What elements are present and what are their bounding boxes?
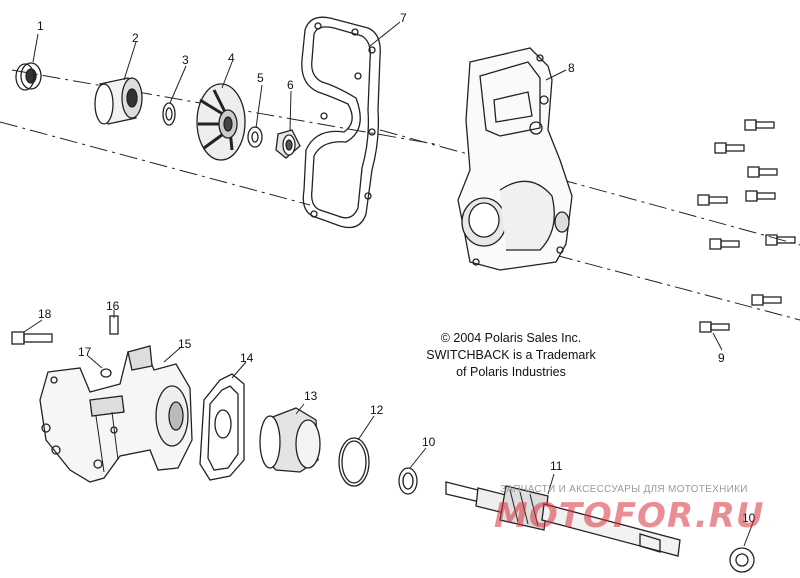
part-washer-10b bbox=[729, 547, 755, 573]
callout-8: 8 bbox=[568, 61, 575, 75]
callout-15: 15 bbox=[178, 337, 192, 351]
leader-lines bbox=[23, 21, 755, 547]
callout-7: 7 bbox=[400, 11, 407, 25]
callout-12: 12 bbox=[370, 403, 384, 417]
callout-4: 4 bbox=[228, 51, 235, 65]
callout-5: 5 bbox=[257, 71, 264, 85]
callout-13: 13 bbox=[304, 389, 318, 403]
callout-3: 3 bbox=[182, 53, 189, 67]
part-gasket-small bbox=[199, 373, 245, 481]
callout-10b: 10 bbox=[742, 511, 756, 525]
copyright-line-1: © 2004 Polaris Sales Inc. bbox=[440, 331, 582, 345]
watermark-logo: MOTOFOR.RU bbox=[494, 496, 765, 536]
part-washer-10a bbox=[398, 467, 418, 495]
part-bearing bbox=[94, 77, 143, 125]
callout-6: 6 bbox=[287, 78, 294, 92]
callout-17: 17 bbox=[78, 345, 92, 359]
part-nut bbox=[275, 129, 301, 159]
callout-16: 16 bbox=[106, 299, 120, 313]
callout-9: 9 bbox=[718, 351, 725, 365]
copyright-line-2: SWITCHBACK is a Trademark bbox=[426, 348, 596, 362]
part-o-ring-small bbox=[100, 368, 112, 378]
copyright-notice: © 2004 Polaris Sales Inc. SWITCHBACK is … bbox=[406, 330, 616, 381]
callout-11: 11 bbox=[550, 459, 563, 473]
part-bolt-18 bbox=[11, 331, 53, 345]
part-sleeve bbox=[259, 407, 321, 473]
part-washer bbox=[162, 102, 176, 126]
watermark-tagline: ЗАПЧАСТИ И АКСЕССУАРЫ ДЛЯ МОТОТЕХНИКИ bbox=[500, 484, 748, 495]
part-bolts bbox=[697, 119, 796, 333]
callout-2: 2 bbox=[132, 31, 139, 45]
part-pin bbox=[109, 315, 119, 335]
part-o-ring bbox=[338, 437, 370, 487]
part-impeller bbox=[196, 83, 246, 161]
callout-14: 14 bbox=[240, 351, 254, 365]
part-seal bbox=[15, 62, 42, 91]
callout-numbers: 1 2 3 4 5 6 7 8 9 10 10 11 12 13 14 15 1… bbox=[37, 11, 756, 525]
callout-1: 1 bbox=[37, 19, 44, 33]
part-pump-cover bbox=[457, 47, 573, 271]
part-washer-small bbox=[247, 126, 263, 148]
callout-10a: 10 bbox=[422, 435, 436, 449]
part-gasket bbox=[301, 16, 381, 229]
part-shaft bbox=[445, 481, 681, 557]
part-pump-housing bbox=[39, 345, 193, 483]
callout-18: 18 bbox=[38, 307, 52, 321]
copyright-line-3: of Polaris Industries bbox=[456, 365, 566, 379]
